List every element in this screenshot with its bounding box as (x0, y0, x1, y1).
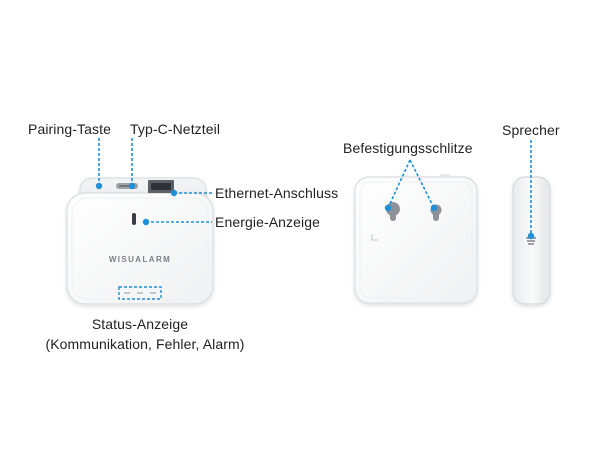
side-view-device (512, 176, 551, 305)
label-speaker: Sprecher (502, 122, 560, 138)
hub-device: WISUALARM (66, 177, 214, 305)
label-status-description: (Kommunikation, Fehler, Alarm) (45, 336, 245, 352)
label-mounting-slots: Befestigungsschlitze (343, 140, 473, 156)
label-usbc-power: Typ-C-Netzteil (130, 121, 221, 137)
hub-brand-logo: WISUALARM (109, 255, 171, 264)
label-pairing-button: Pairing-Taste (28, 121, 112, 137)
hub-callouts (98, 138, 212, 223)
status-indicator-panel (118, 286, 162, 300)
label-ethernet-port: Ethernet-Anschluss (215, 185, 339, 201)
mounting-callouts (387, 159, 435, 209)
label-status-indicator: Status-Anzeige (91, 316, 189, 332)
back-view-device (354, 174, 478, 304)
speaker-callout-dot (527, 232, 535, 240)
hub-front-face (66, 192, 214, 305)
label-energy-indicator: Energie-Anzeige (215, 214, 321, 230)
mounting-callout-dots (384, 204, 438, 212)
hub-callout-dots (95, 182, 178, 226)
energy-indicator (132, 213, 136, 225)
